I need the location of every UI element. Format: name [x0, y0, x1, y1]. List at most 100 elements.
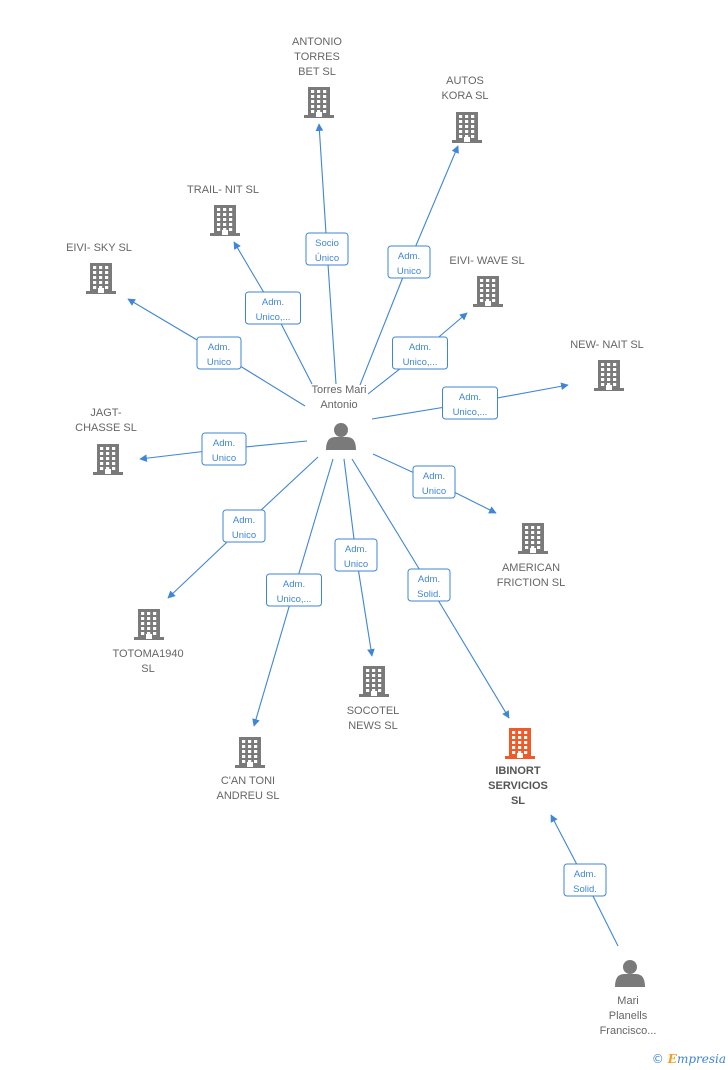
node-label: SL	[141, 663, 154, 675]
node-wave[interactable]: EIVI- WAVE SL	[449, 255, 525, 307]
edge-label-text: Adm.	[574, 869, 596, 880]
building-icon	[518, 523, 548, 554]
edge-label-center-wave[interactable]: Adm. Unico,...	[392, 336, 448, 370]
node-autos[interactable]: AUTOS KORA SL	[441, 75, 489, 143]
node-label: Mari	[617, 995, 638, 1007]
node-socotel[interactable]: SOCOTEL NEWS SL	[347, 666, 400, 732]
edge-label-text: Unico,...	[453, 407, 488, 418]
brand-name: mpresia	[676, 1052, 726, 1066]
edge-label-center-trail[interactable]: Adm. Unico,...	[245, 291, 301, 325]
building-icon	[473, 276, 503, 307]
building-icon	[594, 360, 624, 391]
node-label: SOCOTEL	[347, 705, 400, 717]
edge-label-text: Unico	[397, 266, 421, 277]
node-american[interactable]: AMERICAN FRICTION SL	[497, 523, 565, 589]
node-label: CHASSE SL	[75, 422, 137, 434]
edge-label-center-nait[interactable]: Adm. Unico,...	[442, 386, 498, 420]
edge-label-text: Adm.	[262, 297, 284, 308]
building-icon	[235, 737, 265, 768]
node-nait[interactable]: NEW- NAIT SL	[570, 339, 644, 391]
copyright-icon: ©	[651, 1052, 664, 1066]
person-icon	[326, 423, 356, 450]
building-icon	[210, 205, 240, 236]
edge-label-text: Adm.	[398, 251, 420, 262]
building-icon	[359, 666, 389, 697]
node-label: Antonio	[320, 399, 357, 411]
edge-label-center-totoma[interactable]: Adm. Unico	[222, 509, 266, 543]
node-antonio[interactable]: ANTONIO TORRES BET SL	[292, 36, 342, 118]
edge-label-text: Socio	[315, 238, 339, 249]
edge-label-center-american[interactable]: Adm. Unico	[412, 465, 456, 499]
edge-label-text: Adm.	[423, 471, 445, 482]
node-label: EIVI- WAVE SL	[449, 255, 524, 267]
node-label: NEWS SL	[348, 720, 398, 732]
edge-label-text: Adm.	[345, 544, 367, 555]
edge-label-text: Adm.	[459, 392, 481, 403]
edge-label-text: Unico	[207, 357, 231, 368]
brand-initial: E	[667, 1052, 677, 1066]
edge-label-text: Solid.	[417, 589, 441, 600]
building-icon	[134, 609, 164, 640]
node-label: SERVICIOS	[488, 780, 548, 792]
edge-label-text: Adm.	[208, 342, 230, 353]
edge-label-text: Unico,...	[256, 312, 291, 323]
edge-label-center-canton[interactable]: Adm.Unico,...	[266, 573, 322, 607]
edges-layer	[127, 123, 619, 947]
edge-label-center-autos[interactable]: Adm. Unico	[387, 245, 431, 279]
node-label: TRAIL- NIT SL	[187, 184, 259, 196]
node-label: Planells	[609, 1010, 648, 1022]
edge-label-center-ibinort[interactable]: Adm. Solid.	[407, 568, 451, 602]
edge-label-center-socotel[interactable]: Adm. Unico	[334, 538, 378, 572]
node-label: NEW- NAIT SL	[570, 339, 644, 351]
edge-label-text: Unico,...	[403, 357, 438, 368]
node-label: AUTOS	[446, 75, 484, 87]
building-icon	[93, 444, 123, 475]
node-label: ANTONIO	[292, 36, 342, 48]
node-trail[interactable]: TRAIL- NIT SL	[187, 184, 259, 236]
node-label: IBINORT	[495, 765, 541, 777]
edge-label-center-sky[interactable]: Adm. Unico	[196, 336, 242, 370]
edge-label-text: Solid.	[573, 884, 597, 895]
edge-label-mari-ibinort[interactable]: Adm. Solid.	[563, 863, 607, 897]
node-canton[interactable]: C'AN TONI ANDREU SL	[217, 737, 280, 802]
node-label: TORRES	[294, 51, 340, 63]
node-mari[interactable]: MariPlanellsFrancisco...	[600, 960, 657, 1037]
edge-label-text: Unico	[212, 453, 236, 464]
empresia-brand[interactable]: ©Empresia	[652, 1052, 726, 1066]
edge-label-text: Adm.	[233, 515, 255, 526]
node-label: Francisco...	[600, 1025, 657, 1037]
edge-label-text: Adm.	[418, 574, 440, 585]
node-label: C'AN TONI	[221, 775, 275, 787]
edge-label-text: Unico	[422, 486, 446, 497]
edge-label-text: Unico,...	[277, 594, 312, 605]
edge-label-text: Único	[315, 253, 339, 264]
node-sky[interactable]: EIVI- SKY SL	[66, 242, 132, 294]
node-label: ANDREU SL	[217, 790, 280, 802]
building-icon	[304, 87, 334, 118]
node-label: FRICTION SL	[497, 577, 565, 589]
edge-label-center-jagt[interactable]: Adm. Unico	[201, 432, 247, 466]
node-label: KORA SL	[441, 90, 488, 102]
node-ibinort[interactable]: IBINORT SERVICIOS SL	[488, 728, 548, 807]
edge-label-text: Adm.	[409, 342, 431, 353]
node-label: BET SL	[298, 66, 336, 78]
edge-label-text: Unico	[344, 559, 368, 570]
node-label: JAGT-	[90, 407, 122, 419]
building-icon	[452, 112, 482, 143]
node-label: EIVI- SKY SL	[66, 242, 132, 254]
building-icon	[86, 263, 116, 294]
edge-label-text: Adm.	[213, 438, 235, 449]
node-label: TOTOMA1940	[112, 648, 183, 660]
building-icon	[505, 728, 535, 759]
node-jagt[interactable]: JAGT- CHASSE SL	[75, 407, 137, 475]
node-label: SL	[511, 795, 525, 807]
node-label: AMERICAN	[502, 562, 560, 574]
node-label: Torres Mari	[311, 384, 366, 396]
person-icon	[615, 960, 645, 987]
edge-label-text: Unico	[232, 530, 256, 541]
